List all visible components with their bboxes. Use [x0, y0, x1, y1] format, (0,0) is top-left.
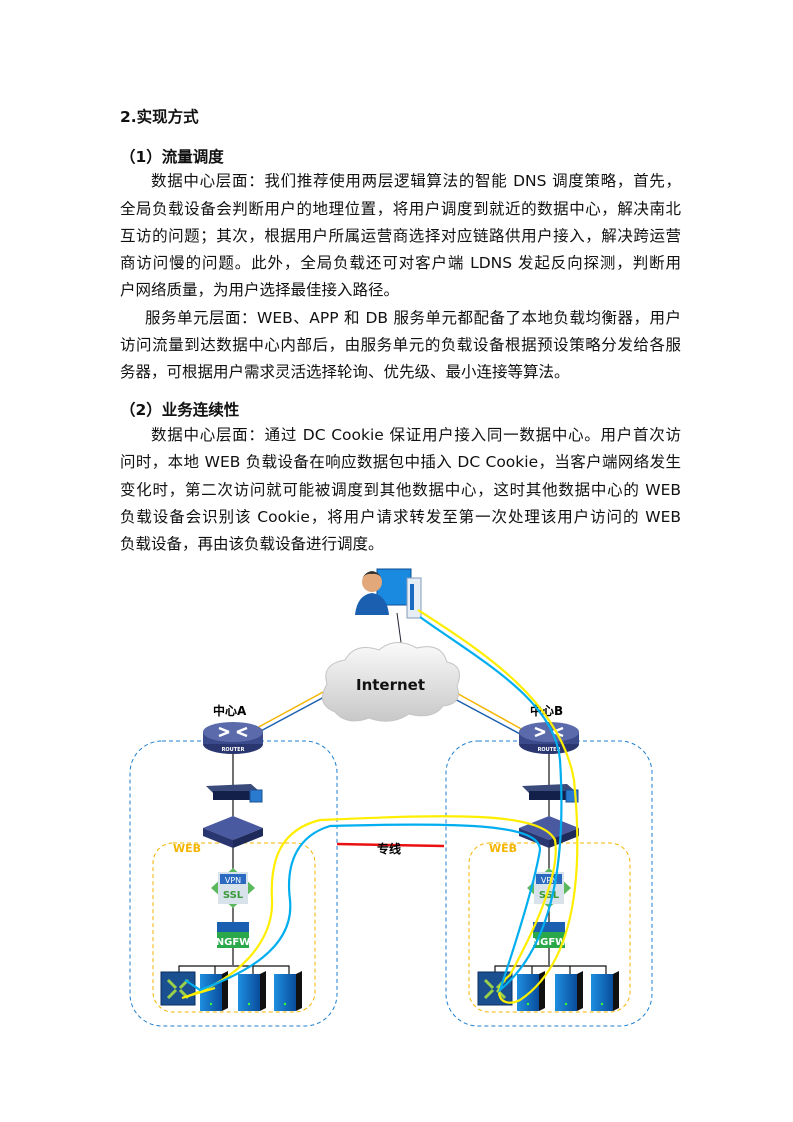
paragraph-line: 访问流量到达数据中心内部后，由服务单元的负载设备根据预设策略分发给各服	[120, 336, 681, 354]
ngfw-label: NGFW	[216, 937, 250, 948]
internet-cloud: Internet	[322, 642, 460, 722]
paragraph-line: 负载设备会识别该 Cookie，将用户请求转发至第一次处理该用户访问的 WEB	[120, 508, 681, 526]
local-load-balancer-a-icon	[160, 971, 196, 1006]
ssl-vpn-a-icon: VPN SSL	[211, 868, 255, 908]
paragraph-line: 数据中心层面：我们推荐使用两层逻辑算法的智能 DNS 调度策略，首先，	[151, 172, 681, 190]
uplink-line	[450, 696, 523, 736]
paragraph-line: 数据中心层面：通过 DC Cookie 保证用户接入同一数据中心。用户首次访	[151, 426, 681, 444]
paragraph-line: 全局负载设备会判断用户的地理位置，将用户调度到就近的数据中心，解决南北	[120, 200, 681, 218]
paragraph-line: 互访的问题；其次，根据用户所属运营商选择对应链路供用户接入，解决跨运营	[120, 227, 681, 245]
ssl-label: SSL	[223, 890, 244, 901]
user-computer-icon	[355, 568, 422, 619]
section-title: 2.实现方式	[120, 108, 199, 126]
subsection-title-traffic-scheduling: （1）流量调度	[120, 148, 224, 166]
dedicated-line	[336, 842, 445, 848]
paragraph-line: 变化时，第二次访问就可能被调度到其他数据中心，这时其他数据中心的 WEB	[120, 481, 681, 499]
web-zone-b-boundary	[468, 842, 631, 1013]
paragraph-line: 户网络质量，为用户选择最佳接入路径。	[120, 281, 400, 299]
ngfw-label: NGFW	[532, 937, 566, 948]
uplink-line	[452, 690, 526, 732]
paragraph-line: 服务单元层面：WEB、APP 和 DB 服务单元都配备了本地负载均衡器，用户	[145, 309, 681, 327]
load-balancer-b-icon	[522, 784, 579, 803]
vpn-label: VPN	[541, 876, 557, 885]
subsection-title-business-continuity: （2）业务连续性	[120, 401, 240, 419]
uplink-line	[254, 690, 326, 730]
web-zone-label: WEB	[489, 842, 517, 855]
server-icon	[555, 971, 583, 1011]
paragraph-line: 问时，本地 WEB 负载设备在响应数据包中插入 DC Cookie，当客户端网络…	[120, 453, 681, 471]
load-balancer-a-icon	[206, 784, 263, 803]
ngfw-a-icon: NGFW	[216, 922, 250, 948]
ssl-vpn-b-icon: VPN SSL	[527, 868, 571, 908]
dedicated-line-label: 专线	[377, 841, 401, 856]
server-icon	[274, 971, 302, 1011]
paragraph-line: 负载设备，再由该负载设备进行调度。	[120, 535, 384, 553]
router-a-icon: ROUTER	[203, 722, 263, 754]
switch-a-icon	[203, 816, 263, 848]
server-icon	[591, 971, 619, 1011]
uplink-line	[256, 695, 327, 734]
center-a-label: 中心A	[213, 703, 247, 718]
router-label: ROUTER	[222, 747, 245, 753]
router-label: ROUTER	[538, 747, 561, 753]
vpn-label: VPN	[225, 876, 241, 885]
web-zone-a-boundary	[152, 842, 316, 1013]
server-icon	[238, 971, 266, 1011]
paragraph-line: 务器，可根据用户需求灵活选择轮询、优先级、最小连接等算法。	[120, 363, 570, 381]
ssl-label: SSL	[539, 890, 560, 901]
web-zone-label: WEB	[173, 842, 201, 855]
flow-path-blue	[184, 616, 563, 994]
paragraph-line: 商访问慢的问题。此外，全局负载还可对客户端 LDNS 发起反向探测，判断用	[120, 254, 681, 272]
internet-label: Internet	[356, 676, 425, 694]
flow-path-yellow	[181, 609, 579, 1004]
server-icon	[517, 971, 545, 1011]
